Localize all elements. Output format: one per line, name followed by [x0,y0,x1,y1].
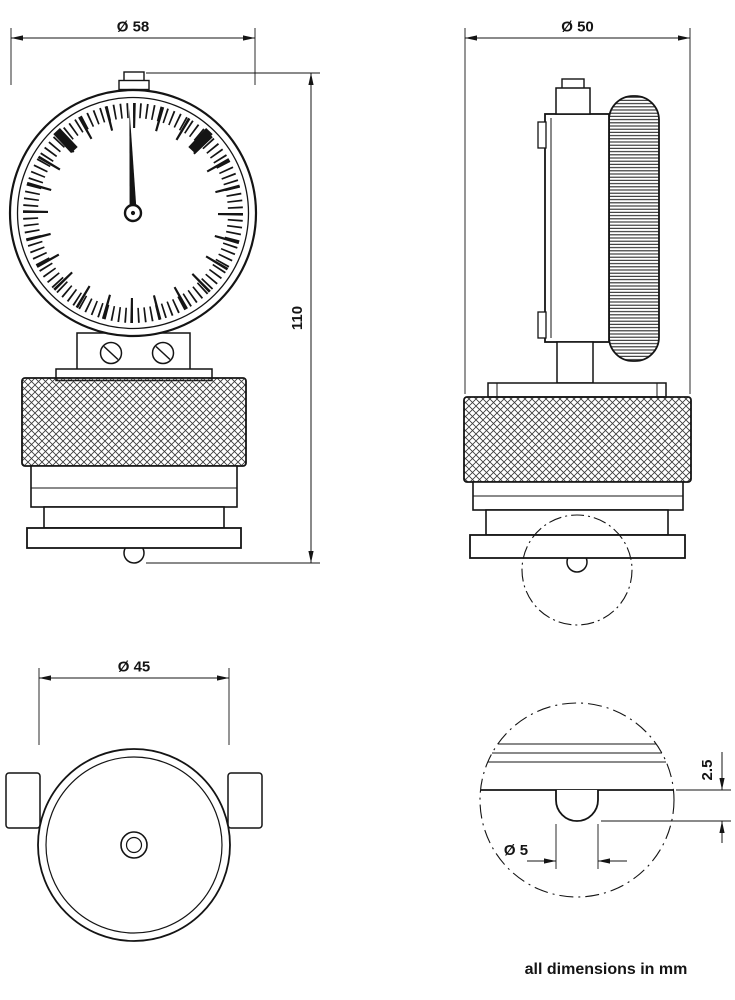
dim-side-diameter: Ø 50 [464,19,691,394]
bracket-screws [99,341,175,365]
stem-side [556,341,594,384]
base-lip-side [485,509,669,536]
arrow-right-icon [678,35,690,41]
dial-case-side [544,113,610,343]
dial-major-ticks [23,103,243,323]
case-tab-top [537,121,547,149]
dim-bottom-diameter: Ø 45 [38,659,230,745]
mounting-bracket [55,332,213,382]
clamp-ear-left [5,772,41,829]
arrow-right-icon [217,675,229,681]
case-tab-bottom [537,311,547,339]
dim-label-side-diameter: Ø 50 [561,19,594,36]
arrow-left-icon [598,858,610,864]
arrow-left-icon [39,675,51,681]
base-plate [26,527,242,549]
dim-label-protrusion: 2.5 [699,760,716,781]
base-lip [43,506,225,529]
units-note: all dimensions in mm [525,961,688,978]
dim-foot-diameter: Ø 5 [504,824,627,869]
dial-limit-mark-right [188,128,213,154]
base-plate-side [469,534,686,559]
dial-hub-dot [130,210,136,216]
front-view: Ø 58 [8,19,320,564]
top-knob [118,71,150,91]
dial-bezel-inner [16,96,250,330]
arrow-up-icon [308,73,314,85]
dim-label-foot-diameter: Ø 5 [504,842,528,859]
base-band [30,465,238,508]
knurled-grip [21,377,247,467]
dim-label-bottom-diameter: Ø 45 [118,659,151,676]
center-hole-inner [125,836,143,854]
mount-plate-side [487,382,667,398]
dial-needle [129,108,137,214]
contact-foot-detail [555,790,599,822]
knurled-grip-side [463,396,692,483]
dim-label-height: 110 [289,306,306,330]
dial-bezel-side [608,95,660,362]
arrow-up-icon [719,821,725,833]
base-inner-bottom [45,756,223,934]
dim-height: 110 [146,72,320,564]
detail-view: 2.5 Ø 5 [479,702,731,898]
arrow-down-icon [308,551,314,563]
clamp-ear-right [227,772,263,829]
arrow-left-icon [465,35,477,41]
side-view: Ø 50 [463,19,692,626]
arrow-left-icon [11,35,23,41]
dim-front-diameter: Ø 58 [10,19,256,85]
dim-protrusion: 2.5 [601,752,731,843]
bottom-view: Ø 45 [5,659,263,942]
arrow-down-icon [719,778,725,790]
arrow-right-icon [243,35,255,41]
detail-callout-circle [521,514,633,626]
top-knob-base-side [555,87,591,115]
arrow-right-icon [544,858,556,864]
dial-limit-mark-left [53,128,78,154]
detail-boundary-circle [479,702,675,898]
dim-label-front-diameter: Ø 58 [117,19,150,36]
